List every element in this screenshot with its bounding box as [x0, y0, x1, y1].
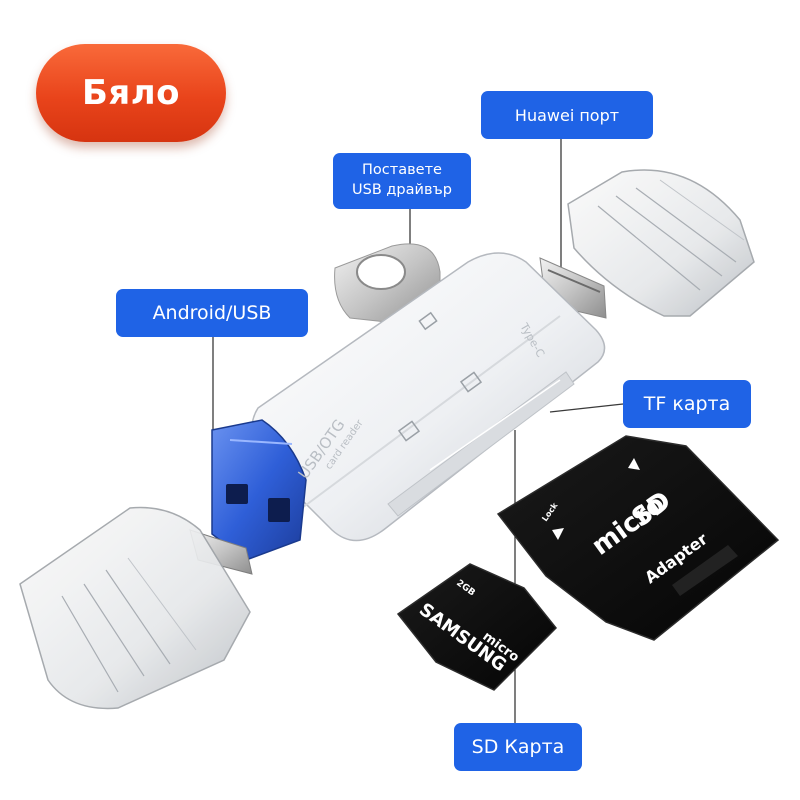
color-variant-label: Бяло	[81, 73, 180, 113]
usb-cap	[19, 506, 251, 710]
callout-android-usb: Android/USB	[116, 289, 308, 337]
callout-huawei-port: Huawei порт	[481, 91, 653, 139]
callout-sd-card: SD Карта	[454, 723, 582, 771]
card-reader-body	[251, 252, 606, 542]
callout-leader-lines	[212, 139, 624, 723]
microsd-card	[396, 563, 558, 691]
callout-tf-card: TF карта	[623, 380, 751, 428]
color-variant-badge: Бяло	[36, 44, 226, 142]
type-c-cap	[567, 169, 755, 317]
callout-install-usb-driver: Поставете USB драйвър	[333, 153, 471, 209]
microsd-adapter	[496, 435, 780, 641]
